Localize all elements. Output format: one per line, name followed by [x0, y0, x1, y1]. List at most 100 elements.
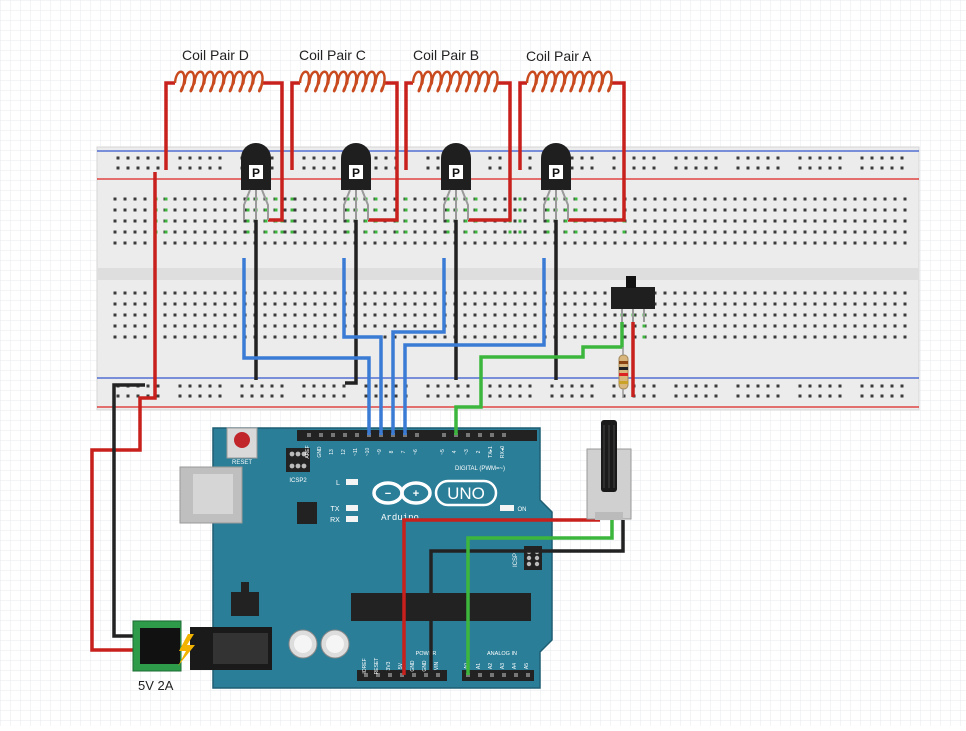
led-rx — [346, 516, 358, 522]
power-pin-label: IOREF — [362, 658, 368, 673]
wires — [90, 81, 635, 675]
wire-pot-wiper — [466, 520, 614, 675]
resistor — [618, 347, 629, 398]
wire-base-b — [391, 258, 446, 435]
digital-pin-label: 12 — [341, 449, 347, 455]
analog-pin-label: A3 — [500, 663, 506, 669]
power-pin-label: 5V — [398, 662, 404, 669]
led-l-label: L — [336, 480, 340, 487]
digital-pin-label: ~3 — [464, 449, 470, 455]
slide-switch-lever[interactable] — [626, 276, 636, 288]
coil-b — [411, 70, 500, 93]
header-pin[interactable] — [415, 433, 419, 437]
led-rx-label: RX — [330, 517, 340, 524]
wire-psu-positive — [90, 172, 157, 652]
header-pin[interactable] — [514, 673, 518, 677]
analog-pin-label: A4 — [512, 663, 518, 669]
coil-label-a: Coil Pair A — [526, 48, 592, 64]
transistor-mark: P — [452, 166, 460, 180]
slide-switch-body — [611, 287, 655, 309]
digital-pin-label: GND — [317, 446, 323, 458]
wire-coil-a-right — [568, 81, 626, 222]
header-pin[interactable] — [436, 673, 440, 677]
led-tx — [346, 505, 358, 511]
analog-label: ANALOG IN — [487, 651, 517, 657]
power-supply — [132, 620, 195, 672]
digital-pin-label: ~11 — [353, 448, 359, 456]
header-pin[interactable] — [343, 433, 347, 437]
transistor-mark: P — [552, 166, 560, 180]
power-pin-label: 3V3 — [386, 661, 392, 670]
header-pin[interactable] — [478, 433, 482, 437]
coil-label-d: Coil Pair D — [182, 47, 249, 63]
transistor-mark: P — [352, 166, 360, 180]
lightning-icon — [178, 634, 195, 666]
digital-pin-label: ~6 — [413, 449, 419, 455]
header-pin[interactable] — [466, 433, 470, 437]
transistor-mark: P — [252, 166, 260, 180]
header-pin[interactable] — [355, 433, 359, 437]
wire-psu-ground — [112, 383, 145, 638]
wire-pot-gnd — [429, 520, 625, 675]
header-pin[interactable] — [364, 673, 368, 677]
usb-connector-inner — [193, 474, 233, 514]
arduino-logo: − + UNO Arduino — [372, 479, 498, 523]
coil-label-c: Coil Pair C — [299, 47, 366, 63]
digital-pin-label: 8 — [389, 450, 395, 453]
digital-pin-label: 4 — [452, 450, 458, 453]
icsp2-header — [286, 448, 310, 472]
power-pin-label: GND — [422, 660, 428, 672]
wire-pot-5v — [402, 518, 600, 675]
header-pin[interactable] — [319, 433, 323, 437]
digital-pin-label: 13 — [329, 449, 335, 455]
wire-coil-b-left — [404, 81, 413, 170]
power-supply-label: 5V 2A — [138, 678, 174, 693]
wire-coil-c-right — [368, 81, 399, 222]
potentiometer[interactable] — [586, 420, 632, 520]
header-pin[interactable] — [502, 433, 506, 437]
transistor-a: P — [541, 143, 571, 220]
wire-switch-signal — [454, 322, 624, 435]
header-pin[interactable] — [388, 673, 392, 677]
header-pin[interactable] — [478, 673, 482, 677]
digital-pin-label: 2 — [476, 450, 482, 453]
arduino-brand: Arduino — [381, 513, 419, 523]
logo-uno-text: UNO — [447, 484, 485, 503]
transistor-d: P — [241, 143, 271, 220]
header-pin[interactable] — [526, 673, 530, 677]
logo-uno-pill — [434, 479, 498, 507]
wire-coil-c-left — [290, 81, 300, 170]
header-pin[interactable] — [442, 433, 446, 437]
transistor-c: P — [341, 143, 371, 220]
wire-coil-d-left — [164, 81, 175, 170]
wire-coil-a-left — [518, 81, 527, 170]
slide-switch[interactable] — [611, 276, 655, 322]
header-pin[interactable] — [490, 673, 494, 677]
header-pin[interactable] — [502, 673, 506, 677]
header-pin[interactable] — [331, 433, 335, 437]
wire-coil-d-right — [263, 81, 284, 222]
wire-coil-b-right — [468, 81, 512, 222]
transistor-b: P — [441, 143, 471, 220]
header-pin[interactable] — [400, 673, 404, 677]
coil-d — [173, 70, 265, 93]
led-tx-label: TX — [331, 506, 340, 513]
header-pin[interactable] — [307, 433, 311, 437]
atmega-chip — [351, 593, 531, 621]
led-l — [346, 479, 358, 485]
coil-c — [298, 70, 387, 93]
header-pin[interactable] — [412, 673, 416, 677]
coils — [173, 70, 614, 93]
analog-pin-label: A1 — [476, 663, 482, 669]
reset-button-cap[interactable] — [234, 432, 250, 448]
header-pin[interactable] — [424, 673, 428, 677]
header-pin[interactable] — [376, 673, 380, 677]
digital-pin-label: TX▸1 — [488, 446, 494, 458]
power-label: POWER — [416, 651, 437, 657]
header-pin[interactable] — [490, 433, 494, 437]
analog-header — [462, 670, 534, 681]
digital-pin-label: AREF — [305, 445, 311, 458]
icsp2-label: ICSP2 — [289, 478, 307, 484]
